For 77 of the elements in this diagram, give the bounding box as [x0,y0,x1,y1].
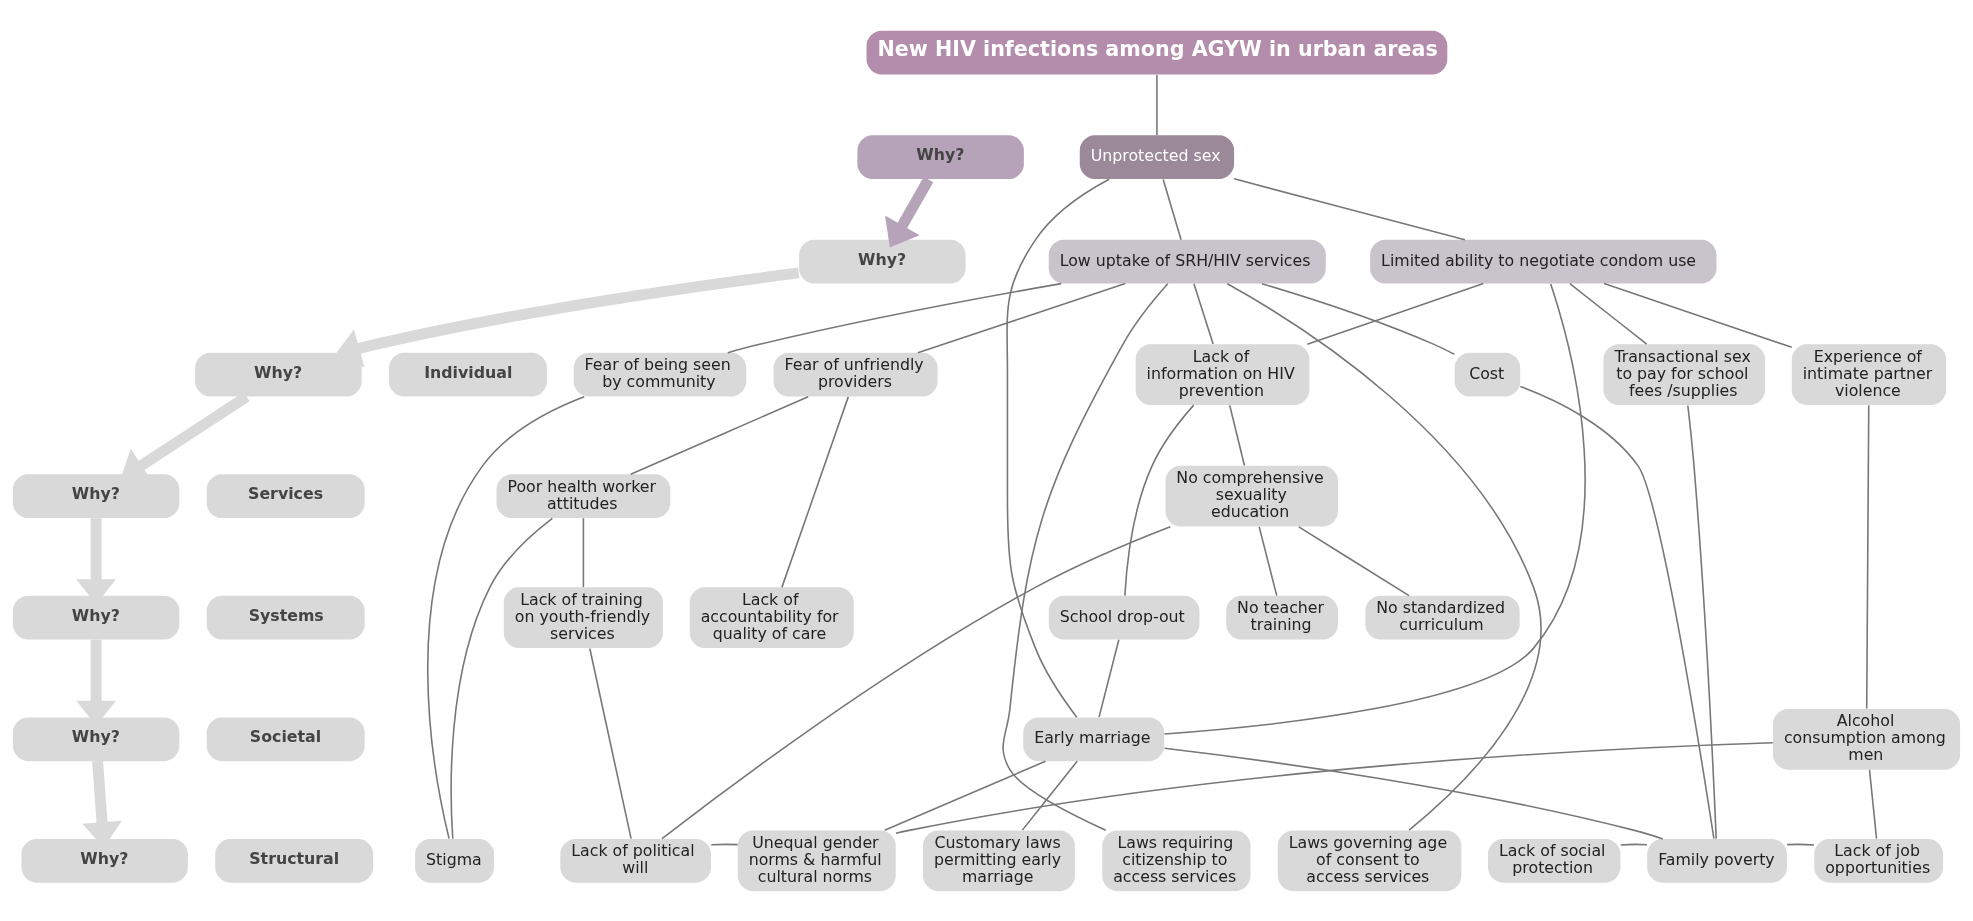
node-box: Lack of political will [560,838,711,883]
connector [1156,73,1158,136]
node-box: Why? [12,473,180,518]
connector [781,395,850,588]
arrow [334,267,800,367]
node-box: School drop-out [1048,595,1200,640]
connector [710,843,739,846]
node-box: Laws governing age of consent to access services [1277,829,1462,891]
node-box: Why? [21,838,188,883]
node-box: Lack of social protection [1488,838,1621,883]
node-box: Alcohol consumption among men [1772,708,1961,770]
node-box: Lack of job opportunities [1814,838,1944,883]
connector [1163,746,1664,840]
connector [426,395,585,839]
node-box: New HIV infections among AGYW in urban areas [866,30,1448,75]
node-box: Systems [206,595,365,640]
node-box: Cost [1454,352,1521,397]
node-box: Family poverty [1647,838,1787,883]
connector [1002,282,1169,831]
connector [895,741,1774,834]
connector [1162,178,1182,240]
connector [1868,768,1878,839]
connector [450,517,554,840]
connector [661,525,1172,839]
node-box: Experience of intimate partner violence [1791,343,1947,405]
connector [1124,403,1195,596]
node-box: Fear of unfriendly providers [773,352,938,397]
node-box: Laws requiring citizenship to access services [1102,829,1251,891]
connector [1519,385,1715,839]
node-box: No standardized curriculum [1365,595,1520,640]
node-box: Why? [195,352,362,397]
node-box: Early marriage [1023,716,1165,761]
node-box: Poor health worker attitudes [496,473,671,518]
node-box: Fear of being seen by community [573,352,747,397]
connector [1258,525,1278,596]
connector [1193,282,1214,345]
connector [1261,282,1456,355]
connector [629,395,809,475]
connector [589,647,632,839]
node-box: Lack of accountability for quality of care [689,586,854,648]
node-box: Why? [857,134,1024,179]
connector [1786,843,1815,846]
node-box: Why? [799,239,966,284]
connector [1233,177,1466,241]
node-box: Individual [389,352,547,397]
connector [727,282,1062,353]
node-box: Services [206,473,365,518]
node-box: Societal [206,716,365,761]
connector [1006,177,1110,718]
arrow [885,176,934,247]
node-box: Stigma [415,838,495,883]
node-box: Why? [12,595,180,640]
node-box: Unequal gender norms & harmful cultural norms [737,829,896,891]
node-box: No comprehensive sexuality education [1165,465,1338,527]
node-box: Lack of information on HIV prevention [1135,343,1310,405]
connector [1865,403,1870,709]
node-box: Transactional sex to pay for school fees /supplies [1603,343,1766,405]
connector [1021,759,1078,831]
connector [1619,843,1648,846]
node-box: Customary laws permitting early marriage [923,829,1075,891]
node-box: No teacher training [1226,595,1338,640]
connector [1298,525,1410,596]
connector [1603,282,1793,348]
connector [1687,404,1717,839]
node-box: Why? [12,716,180,761]
connector [582,516,585,588]
node-box: Unprotected sex [1079,134,1235,179]
node-box: Limited ability to negotiate condom use [1370,239,1717,284]
connector [883,759,1047,831]
connector [1569,282,1648,345]
node-box: Structural [215,838,374,883]
connector [1306,282,1485,345]
connector [1098,638,1120,718]
connector [917,282,1127,354]
node-box: Low uptake of SRH/HIV services [1048,239,1326,284]
connector [1228,404,1246,466]
node-box: Lack of training on youth-friendly services [503,586,663,648]
